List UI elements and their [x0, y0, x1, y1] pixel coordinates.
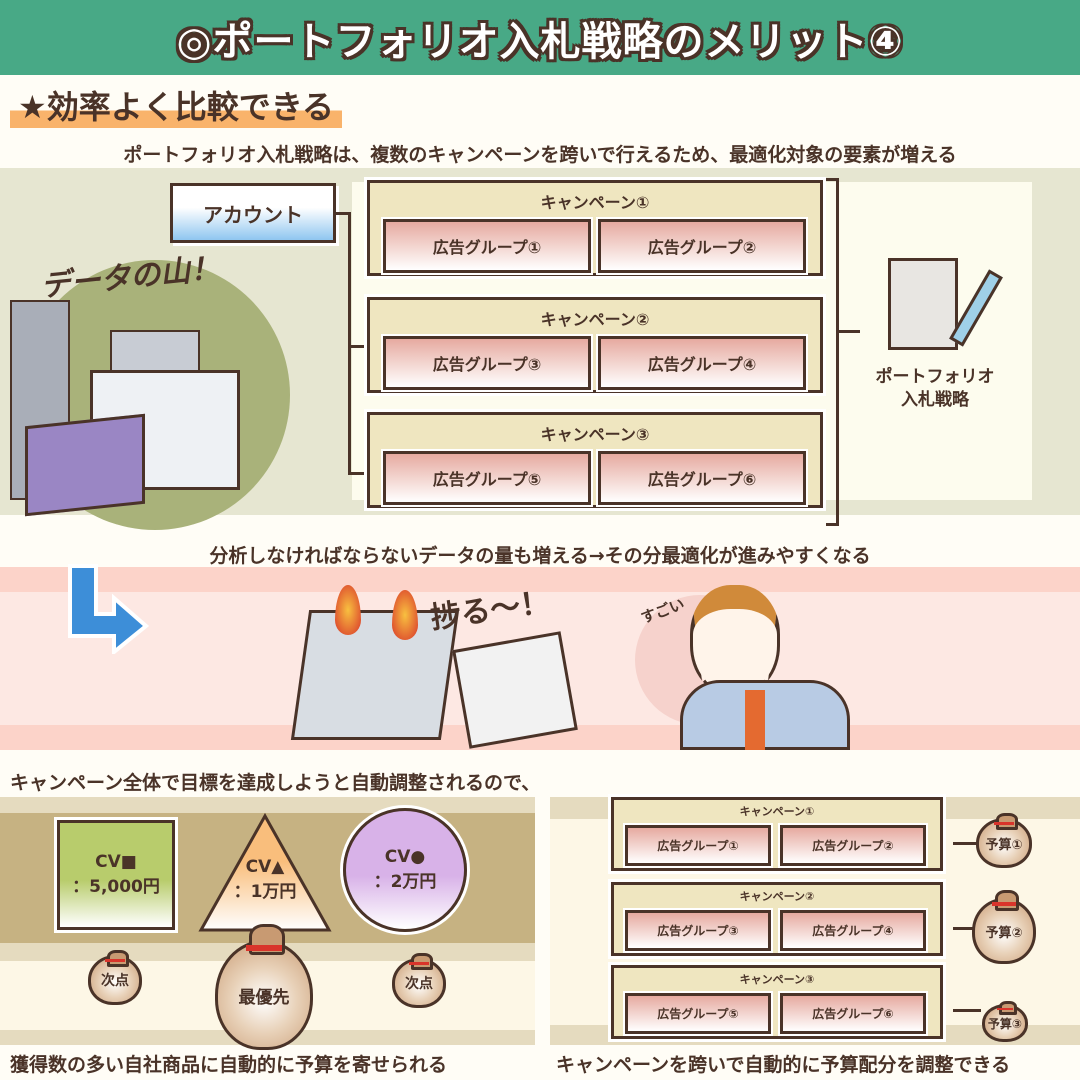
connector-line: [348, 472, 368, 475]
product-value: ：2万円: [373, 872, 437, 892]
campaign-label: キャンペーン③: [739, 973, 815, 986]
product-value: ：5,000円: [72, 877, 160, 897]
connector-line: [953, 927, 981, 930]
caption-left: 獲得数の多い自社商品に自動的に予算を寄せられる: [10, 1054, 448, 1076]
product-value: ：1万円: [233, 881, 297, 902]
money-bag-icon: 予算③: [982, 1001, 1028, 1042]
product-square: CV■ ：5,000円: [57, 820, 175, 930]
band-stripe: [0, 567, 1080, 592]
product-circle: CV● ：2万円: [343, 808, 467, 932]
campaign-label: キャンペーン②: [540, 310, 650, 329]
ad-group-box: 広告グループ③: [383, 336, 591, 390]
bracket-line: [826, 523, 838, 526]
ad-group-box: 広告グループ①: [625, 825, 771, 866]
book-icon: [25, 413, 145, 517]
account-box: アカウント: [170, 183, 336, 243]
connector-line: [953, 842, 981, 845]
bracket-line: [826, 178, 838, 181]
caption-right: キャンペーンを跨いで自動的に予算配分を調整できる: [556, 1054, 1011, 1076]
subheading: ★効率よく比較できる: [10, 82, 343, 128]
connector-line: [336, 212, 350, 215]
budget-campaign-2: キャンペーン② 広告グループ③ 広告グループ④: [611, 882, 943, 956]
ad-group-box: 広告グループ⑥: [598, 451, 806, 505]
ad-group-box: 広告グループ②: [598, 219, 806, 273]
arrow-down-right-icon: [68, 564, 150, 654]
money-bag-icon: 次点: [392, 953, 446, 1008]
ad-group-box: 広告グループ①: [383, 219, 591, 273]
header-bar: [0, 0, 1080, 75]
document-icon: [452, 631, 578, 749]
ad-group-box: 広告グループ⑤: [625, 993, 771, 1034]
ad-group-box: 広告グループ⑥: [780, 993, 926, 1034]
campaign-label: キャンペーン①: [739, 805, 815, 818]
budget-label: 予算①: [985, 837, 1023, 853]
portfolio-label: ポートフォリオ 入札戦略: [850, 366, 1020, 412]
money-bag-icon: 最優先: [215, 924, 313, 1050]
campaign-box-3: キャンペーン③ 広告グループ⑤ 広告グループ⑥: [367, 412, 823, 508]
budget-label: 予算③: [987, 1016, 1023, 1031]
campaign-box-2: キャンペーン② 広告グループ③ 広告グループ④: [367, 297, 823, 393]
person-head: [690, 585, 780, 695]
money-bag-icon: 予算②: [972, 890, 1036, 964]
product-name: CV▲: [245, 857, 285, 877]
ad-group-box: 広告グループ⑤: [383, 451, 591, 505]
priority-label: 次点: [405, 976, 433, 992]
necktie-icon: [745, 690, 765, 750]
person-body: [680, 680, 850, 750]
money-bag-icon: 次点: [88, 950, 142, 1005]
portfolio-label-line1: ポートフォリオ: [875, 367, 995, 387]
campaign-box-1: キャンペーン① 広告グループ① 広告グループ②: [367, 180, 823, 276]
connector-line: [836, 330, 860, 333]
campaign-label: キャンペーン③: [540, 425, 650, 444]
budget-label: 予算②: [985, 925, 1023, 941]
campaign-label: キャンペーン①: [540, 193, 650, 212]
bracket-line: [348, 212, 351, 474]
auto-adjust-text: キャンペーン全体で目標を達成しようと自動調整されるので、: [10, 772, 541, 794]
connector-line: [953, 1009, 981, 1012]
campaign-label: キャンペーン②: [739, 890, 815, 903]
portfolio-label-line2: 入札戦略: [901, 389, 969, 410]
budget-campaign-3: キャンペーン③ 広告グループ⑤ 広告グループ⑥: [611, 965, 943, 1039]
product-triangle-text: CV▲ ：1万円: [215, 855, 315, 904]
document-icon: [888, 258, 958, 350]
product-name: CV●: [384, 847, 426, 868]
fire-icon: [392, 590, 418, 640]
intro-text: ポートフォリオ入札戦略は、複数のキャンペーンを跨いで行えるため、最適化対象の要素…: [123, 144, 957, 166]
priority-label: 最優先: [238, 987, 290, 1008]
budget-campaign-1: キャンペーン① 広告グループ① 広告グループ②: [611, 797, 943, 871]
ad-group-box: 広告グループ③: [625, 910, 771, 951]
priority-label: 次点: [101, 973, 129, 989]
ad-group-box: 広告グループ④: [598, 336, 806, 390]
fire-icon: [335, 585, 361, 635]
middle-text: 分析しなければならないデータの量も増える→その分最適化が進みやすくなる: [209, 545, 871, 567]
ad-group-box: 広告グループ④: [780, 910, 926, 951]
bracket-line: [836, 178, 839, 526]
money-bag-icon: 予算①: [976, 813, 1032, 868]
ad-group-box: 広告グループ②: [780, 825, 926, 866]
page-title: ◎ポートフォリオ入札戦略のメリット④: [176, 18, 904, 65]
connector-line: [348, 345, 368, 348]
product-name: CV■: [95, 852, 137, 873]
